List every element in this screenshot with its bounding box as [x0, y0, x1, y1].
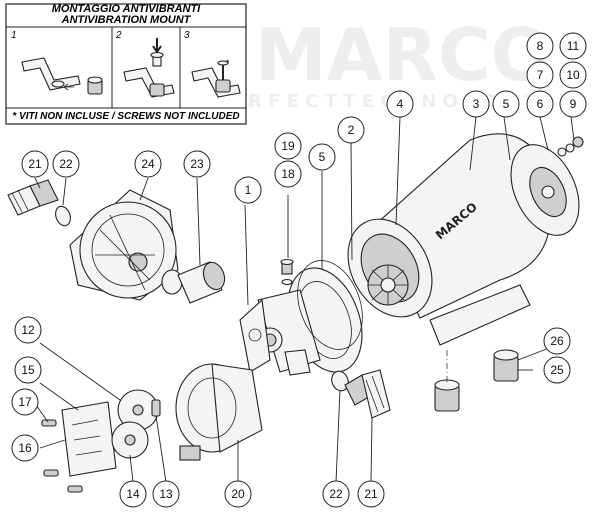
- svg-text:26: 26: [550, 334, 564, 348]
- bypass-screw: [280, 258, 294, 286]
- callout-2: 2: [337, 116, 365, 144]
- callout-19: 19: [274, 132, 302, 160]
- callout-1: 1: [234, 176, 262, 204]
- pump-cover-plate: [61, 401, 117, 477]
- watermark-logo: MARCO: [255, 13, 552, 97]
- pump-gasket: [239, 298, 271, 373]
- pump-seal-ring: [297, 260, 363, 350]
- svg-text:21: 21: [364, 487, 378, 501]
- svg-text:12: 12: [21, 323, 35, 337]
- check-valve: [161, 261, 226, 304]
- callout-15: 15: [14, 356, 42, 384]
- end-cap-hardware: [557, 136, 584, 157]
- svg-text:17: 17: [18, 395, 32, 409]
- mount-panel-number: 3: [184, 30, 190, 41]
- callout-18: 18: [274, 160, 302, 188]
- motor-base-foot: [429, 284, 531, 346]
- svg-text:2: 2: [348, 123, 355, 137]
- callout-13: 13: [152, 480, 180, 508]
- svg-text:3: 3: [473, 97, 480, 111]
- svg-text:18: 18: [281, 167, 295, 181]
- svg-text:19: 19: [281, 139, 295, 153]
- callout-4: 4: [386, 90, 414, 118]
- motor-armature-fan: [367, 264, 409, 306]
- mount-title-english: ANTIVIBRATION MOUNT: [61, 14, 192, 26]
- callout-12: 12: [14, 316, 42, 344]
- callout-16: 16: [11, 434, 39, 462]
- callout-26: 26: [543, 327, 571, 355]
- callout-22: 22: [52, 150, 80, 178]
- inlet-o-ring: [55, 205, 71, 227]
- watermark-tagline: P E R F E C T T E C H N O L O G Y: [210, 91, 538, 112]
- svg-text:1: 1: [245, 183, 252, 197]
- callout-3: 3: [462, 90, 490, 118]
- pump-head-cover: [175, 363, 263, 461]
- callout-17: 17: [11, 388, 39, 416]
- gear-pair: [111, 389, 159, 459]
- svg-text:11: 11: [567, 39, 580, 53]
- callout-9: 9: [559, 90, 587, 118]
- mount-panel-number: 1: [11, 30, 17, 41]
- inlet-cover: [69, 189, 179, 301]
- svg-text:9: 9: [570, 97, 577, 111]
- svg-text:14: 14: [126, 487, 140, 501]
- svg-text:5: 5: [503, 97, 510, 111]
- svg-text:8: 8: [537, 39, 544, 53]
- callout-10: 10: [559, 61, 587, 89]
- callout-11: 11: [559, 32, 587, 60]
- antivibration-mount-box: MONTAGGIO ANTIVIBRANTI ANTIVIBRATION MOU…: [5, 3, 247, 125]
- callout-20: 20: [224, 480, 252, 508]
- mount-title-italian: MONTAGGIO ANTIVIBRANTI: [52, 3, 201, 15]
- motor-end-cap: [510, 144, 580, 236]
- svg-text:24: 24: [141, 157, 155, 171]
- callout-22: 22: [322, 480, 350, 508]
- callout-5: 5: [308, 143, 336, 171]
- callout-25: 25: [543, 356, 571, 384]
- callout-bubbles: 1 2 3 4 5 5 6 7 8 9 10 11 12 13 14 15 16…: [11, 32, 587, 508]
- mount-step2-illustration: [123, 38, 175, 98]
- svg-text:22: 22: [59, 157, 73, 171]
- svg-text:22: 22: [329, 487, 343, 501]
- callout-23: 23: [183, 150, 211, 178]
- watermark: MARCO P E R F E C T T E C H N O L O G Y: [210, 13, 552, 112]
- svg-text:23: 23: [190, 157, 204, 171]
- callout-21: 21: [357, 480, 385, 508]
- outlet-hose-fitting: [344, 369, 391, 419]
- svg-text:21: 21: [28, 157, 42, 171]
- svg-text:10: 10: [566, 68, 580, 82]
- inlet-hose-fitting: [7, 179, 59, 216]
- callout-5: 5: [492, 90, 520, 118]
- mount-step1-illustration: [21, 57, 103, 95]
- svg-text:7: 7: [537, 68, 544, 82]
- cover-screws: [41, 419, 83, 493]
- callout-8: 8: [526, 32, 554, 60]
- outlet-o-ring: [331, 370, 349, 392]
- svg-text:25: 25: [550, 363, 564, 377]
- motor-assembly: MARCO: [347, 133, 551, 346]
- mount-footnote: * VITI NON INCLUSE / SCREWS NOT INCLUDED: [12, 111, 239, 122]
- callout-7: 7: [526, 61, 554, 89]
- callout-14: 14: [119, 480, 147, 508]
- callout-21: 21: [21, 150, 49, 178]
- pump-body: [257, 267, 363, 376]
- svg-text:15: 15: [21, 363, 35, 377]
- mount-step3-illustration: [191, 60, 241, 98]
- antivibration-mounts: [434, 349, 519, 412]
- callout-6: 6: [526, 90, 554, 118]
- svg-text:5: 5: [319, 150, 326, 164]
- svg-text:6: 6: [537, 97, 544, 111]
- svg-text:20: 20: [231, 487, 245, 501]
- gear-pin: [151, 399, 161, 417]
- svg-text:4: 4: [397, 97, 404, 111]
- mount-panel-number: 2: [115, 30, 122, 41]
- callout-24: 24: [134, 150, 162, 178]
- svg-text:13: 13: [159, 487, 173, 501]
- svg-text:16: 16: [18, 441, 32, 455]
- leader-lines: [34, 116, 575, 483]
